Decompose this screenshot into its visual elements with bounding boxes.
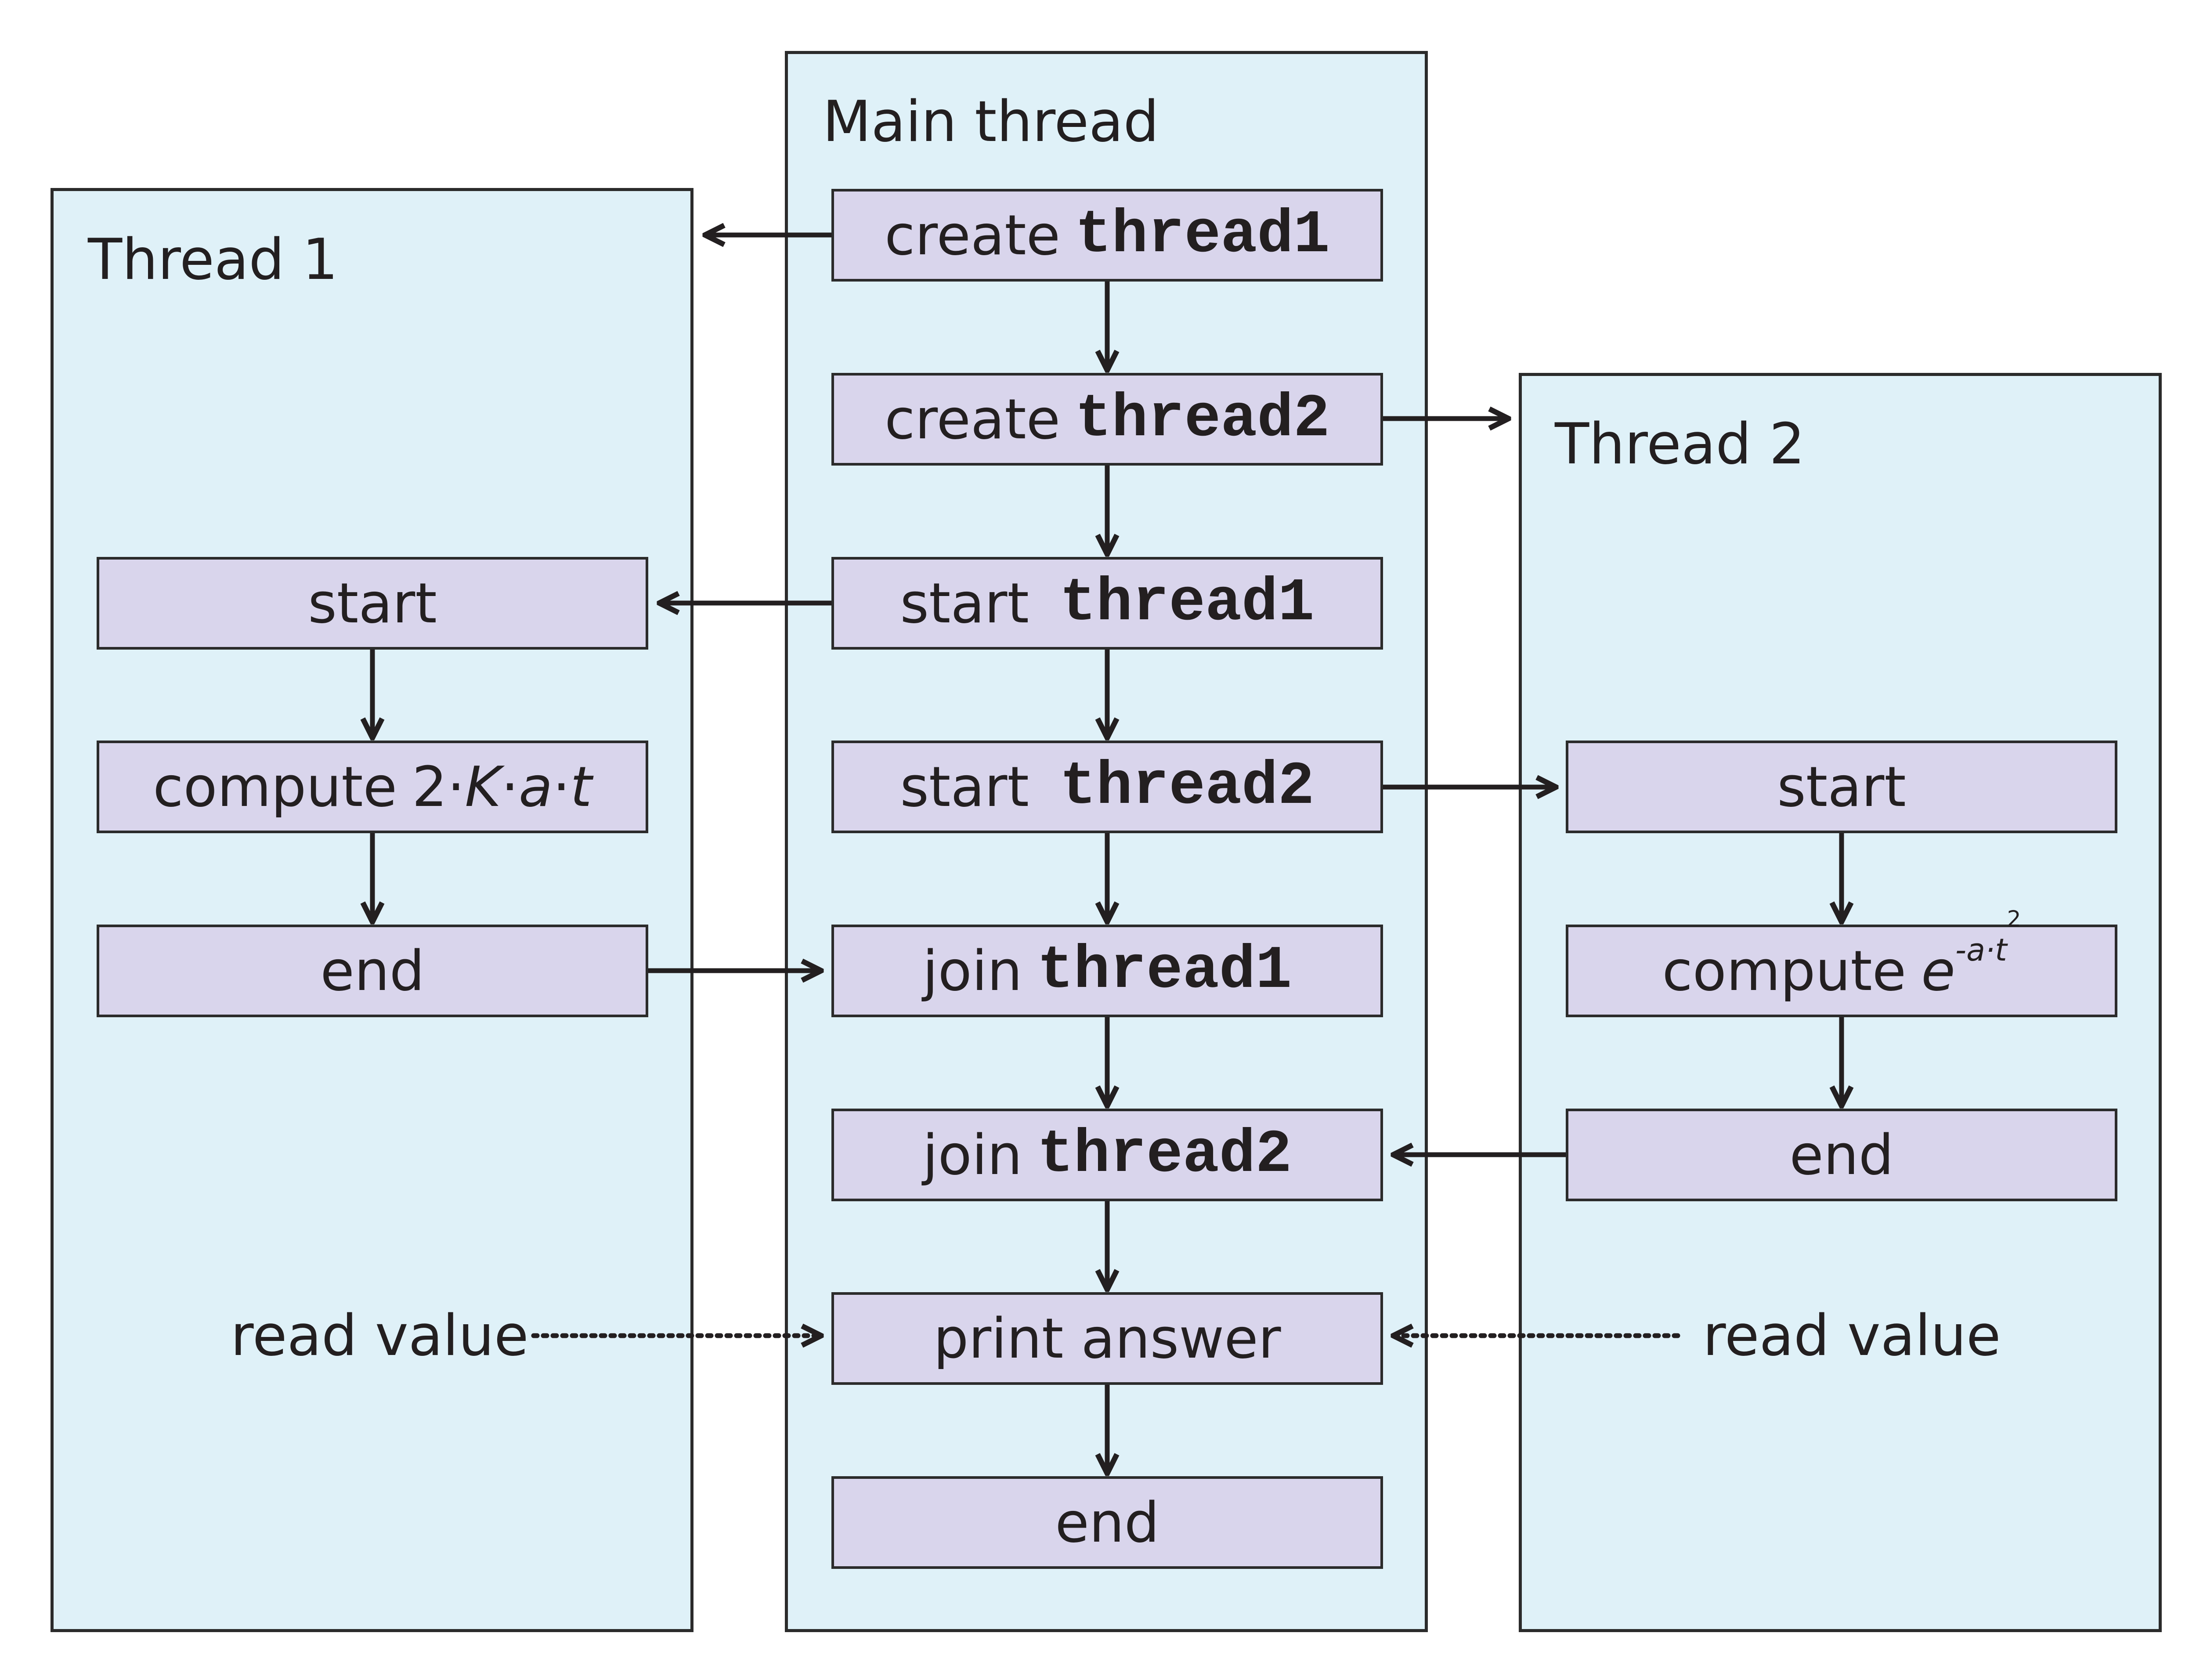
thread2-step-end: end <box>1566 1109 2117 1201</box>
thread1-step-end: end <box>97 925 648 1017</box>
step-verb: create <box>885 387 1061 452</box>
formula-base: e <box>1921 938 1955 1003</box>
formula-k: K <box>465 754 501 819</box>
formula-a: a <box>519 754 553 819</box>
step-target: thread2 <box>1075 385 1330 454</box>
thread2-step-start: start <box>1566 741 2117 833</box>
main-step-end: end <box>831 1476 1383 1569</box>
main-thread-title: Main thread <box>823 89 1159 155</box>
formula-exponent-power: 2 <box>2007 906 2021 932</box>
thread2-read-value-label: read value <box>1703 1303 2001 1369</box>
step-target: thread1 <box>1075 201 1330 270</box>
step-target: thread2 <box>1037 1120 1292 1189</box>
compute-label: compute <box>1662 938 1907 1003</box>
step-target: thread1 <box>1059 569 1315 638</box>
formula-exponent-text: -a·t <box>1955 932 2007 968</box>
step-target: thread2 <box>1059 752 1315 821</box>
compute-label: compute <box>153 754 397 819</box>
thread2-title: Thread 2 <box>1555 412 1805 477</box>
thread1-step-start: start <box>97 557 648 650</box>
formula-exponent: -a·t2 <box>1955 908 2021 968</box>
main-step-start-thread2: start thread2 <box>831 741 1383 833</box>
formula-coef: 2· <box>412 754 465 819</box>
formula-dot: · <box>501 754 519 819</box>
step-verb: create <box>885 202 1061 267</box>
main-step-start-thread1: start thread1 <box>831 557 1383 650</box>
main-step-print-answer: print answer <box>831 1292 1383 1385</box>
step-target: thread1 <box>1037 936 1292 1005</box>
thread1-read-value-label: read value <box>231 1303 529 1369</box>
formula-dot: · <box>553 754 571 819</box>
step-verb: start <box>900 754 1029 819</box>
step-verb: start <box>900 571 1029 636</box>
step-verb: join <box>922 938 1022 1003</box>
step-verb: join <box>922 1122 1022 1187</box>
thread1-title: Thread 1 <box>88 227 338 293</box>
formula-t: t <box>570 754 592 819</box>
